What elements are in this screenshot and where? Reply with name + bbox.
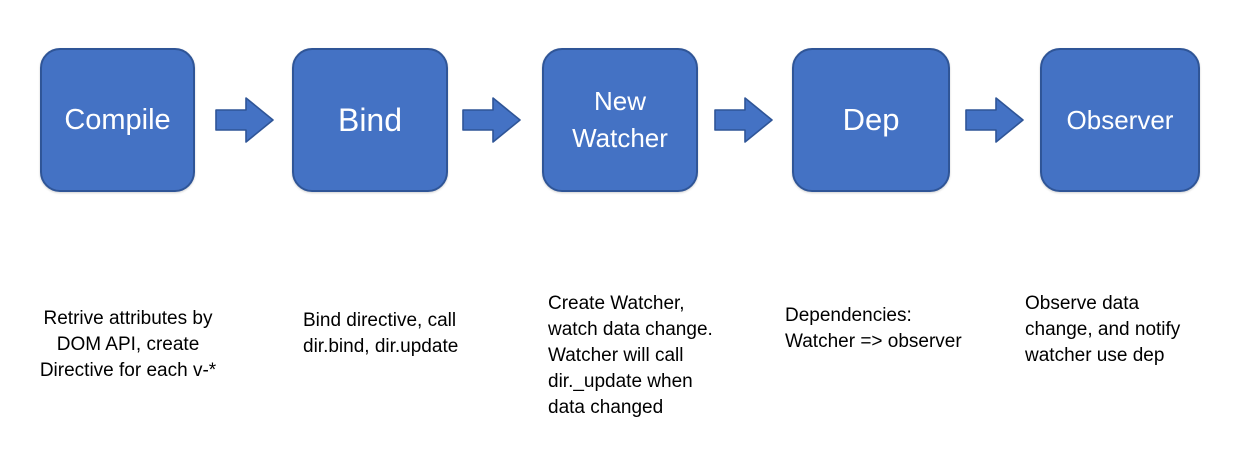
flow-step-bind-label: Bind <box>337 102 403 138</box>
flow-step-compile: Compile <box>40 48 195 192</box>
flow-step-compile-label: Compile <box>64 104 171 136</box>
right-arrow-icon <box>462 97 521 143</box>
flow-step-observer: Observer <box>1040 48 1200 192</box>
right-arrow-icon <box>965 97 1024 143</box>
right-arrow-icon <box>714 97 773 143</box>
flow-step-observer-label: Observer <box>1066 105 1174 135</box>
flow-step-new-watcher: New Watcher <box>542 48 698 192</box>
flow-step-bind: Bind <box>292 48 448 192</box>
step-caption-bind: Bind directive, call dir.bind, dir.updat… <box>303 310 459 357</box>
step-caption-new-watcher: Create Watcher, watch data change. Watch… <box>548 293 713 418</box>
flow-step-dep-label: Dep <box>842 102 900 137</box>
right-arrow-icon <box>215 97 274 143</box>
flow-step-new-watcher-label: New Watcher <box>572 86 668 153</box>
step-caption-compile: Retrive attributes by DOM API, create Di… <box>39 308 217 381</box>
step-caption-observer: Observe data change, and notify watcher … <box>1025 293 1181 366</box>
flow-step-dep: Dep <box>792 48 950 192</box>
step-caption-dep: Dependencies: Watcher => observer <box>785 305 962 352</box>
